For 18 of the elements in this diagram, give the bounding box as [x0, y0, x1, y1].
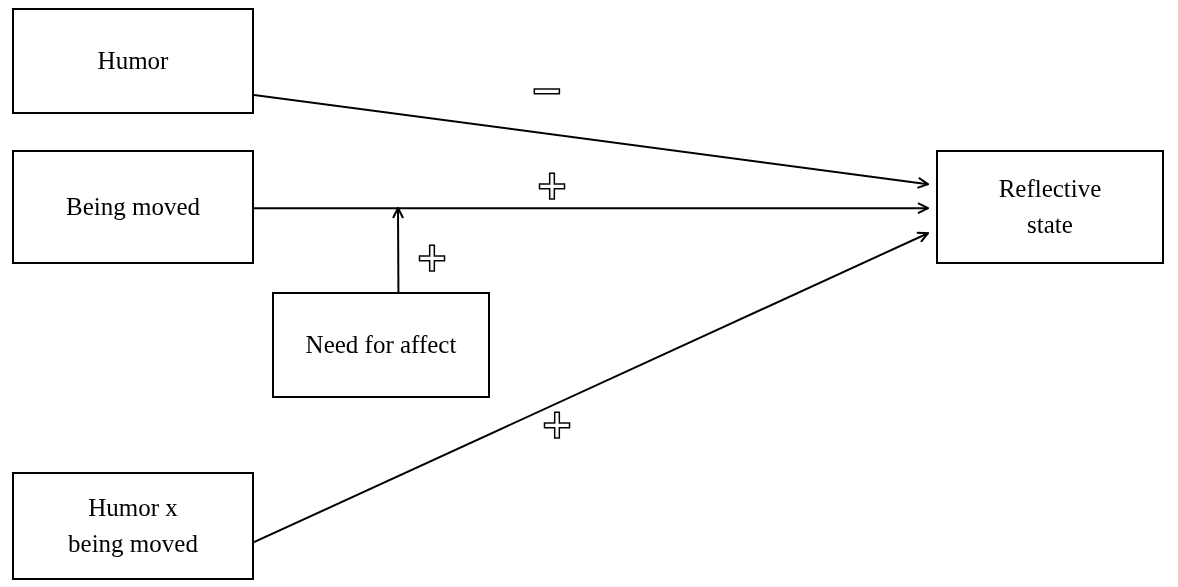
- variable-box: [936, 150, 1164, 264]
- arrow: [253, 231, 929, 544]
- edge-label: +: [415, 237, 449, 277]
- variable-box: [272, 292, 490, 398]
- arrow: [253, 202, 929, 215]
- node-label: Reflective state: [997, 174, 1103, 240]
- node-label: Humor x being moved: [67, 493, 199, 559]
- edge-label: −: [530, 70, 564, 110]
- variable-box: [12, 150, 254, 264]
- arrow: [253, 93, 929, 189]
- variable-box: [12, 8, 254, 114]
- arrow: [392, 207, 405, 293]
- node-label: Humor: [97, 46, 169, 76]
- node-label: Need for affect: [305, 330, 457, 360]
- node-label: Being moved: [66, 192, 200, 222]
- edge-label: +: [535, 165, 569, 205]
- edge-label: +: [540, 404, 574, 444]
- variable-box: [12, 472, 254, 580]
